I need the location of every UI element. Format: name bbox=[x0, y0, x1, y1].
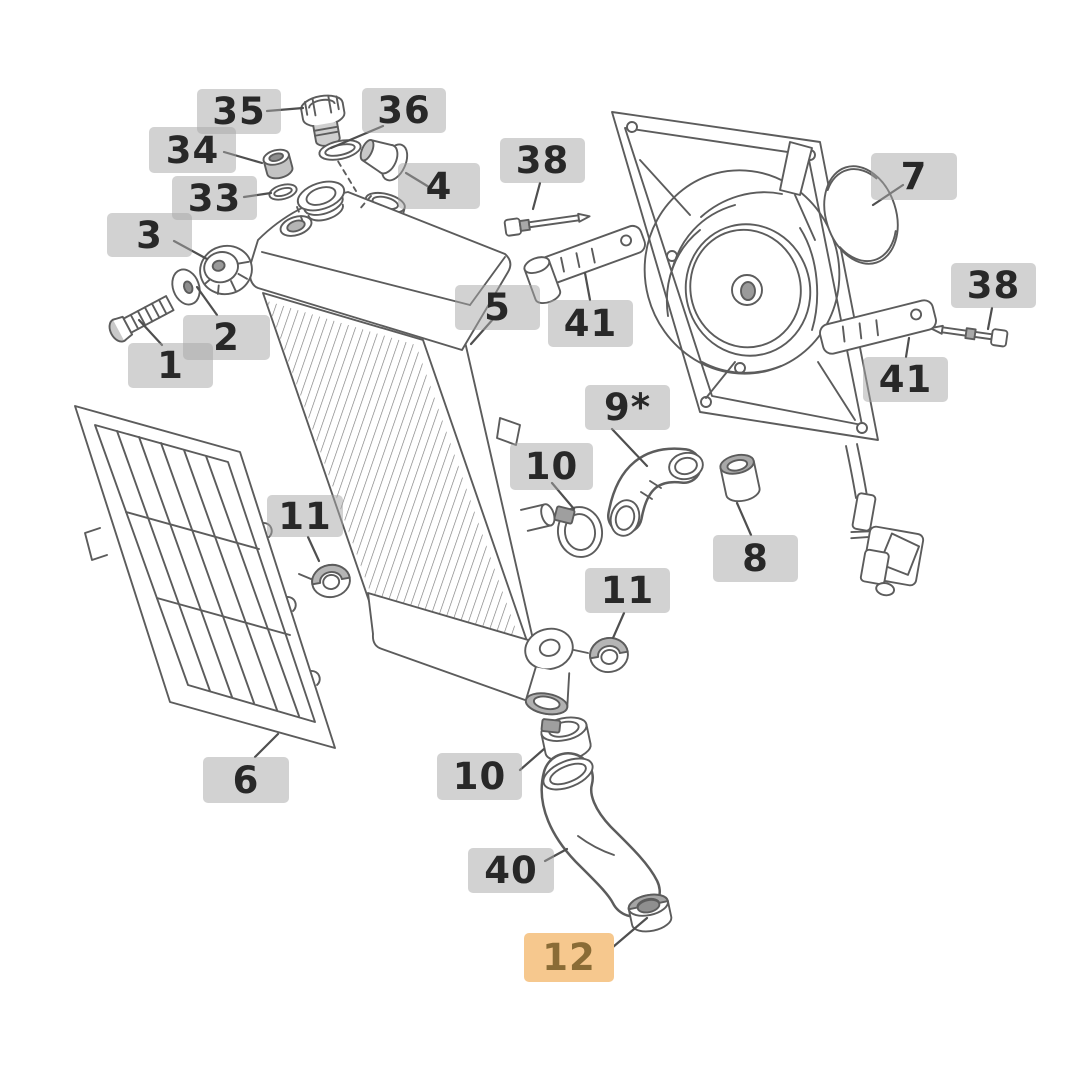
grommet-part-11-right bbox=[589, 636, 629, 674]
part-label-2[interactable]: 2 bbox=[183, 315, 270, 360]
part-label-38-left[interactable]: 38 bbox=[500, 138, 585, 183]
part-label-6[interactable]: 6 bbox=[203, 757, 289, 803]
part-label-41-left[interactable]: 41 bbox=[548, 300, 633, 347]
part-label-12-highlighted[interactable]: 12 bbox=[524, 933, 614, 982]
part-label-34[interactable]: 34 bbox=[149, 127, 236, 173]
cooling-fan bbox=[611, 111, 925, 597]
oring-part-33 bbox=[268, 183, 298, 201]
washer-part-2 bbox=[171, 268, 201, 306]
fan-wire-connector bbox=[845, 443, 925, 597]
part-label-41-right[interactable]: 41 bbox=[863, 357, 948, 402]
bolt-part-1 bbox=[108, 295, 175, 343]
part-label-10-lower[interactable]: 10 bbox=[437, 753, 522, 800]
part-label-3[interactable]: 3 bbox=[107, 213, 192, 257]
assembly-guide-dashes bbox=[296, 152, 372, 223]
bracket-part-41-right bbox=[819, 299, 937, 355]
fan-hub bbox=[731, 274, 763, 306]
part-link-lines bbox=[298, 573, 589, 654]
part-label-8[interactable]: 8 bbox=[713, 535, 798, 582]
oring-part-36 bbox=[318, 139, 362, 161]
part-label-7[interactable]: 7 bbox=[871, 153, 957, 200]
part-label-1[interactable]: 1 bbox=[128, 343, 213, 388]
part-label-11-left[interactable]: 11 bbox=[267, 495, 343, 538]
hose-clamp-part-10-upper bbox=[553, 505, 604, 558]
nut-part-34 bbox=[262, 148, 294, 180]
bleed-screw-part-38-left bbox=[503, 212, 591, 237]
radiator-outlet-spigot bbox=[524, 666, 571, 716]
radiator-guard bbox=[74, 405, 336, 749]
radiator-tank-opening bbox=[279, 215, 313, 237]
seal-part-3 bbox=[199, 244, 253, 296]
part-label-4[interactable]: 4 bbox=[398, 163, 480, 209]
part-label-36[interactable]: 36 bbox=[362, 88, 446, 133]
radiator-neck-spring bbox=[296, 180, 346, 222]
bracket-part-41-left bbox=[523, 224, 646, 305]
part-label-5[interactable]: 5 bbox=[455, 285, 540, 330]
part-label-9[interactable]: 9* bbox=[585, 385, 670, 430]
hose-part-40 bbox=[540, 752, 661, 918]
part-label-40[interactable]: 40 bbox=[468, 848, 554, 893]
part-label-35[interactable]: 35 bbox=[197, 89, 281, 134]
part-label-11-right[interactable]: 11 bbox=[585, 568, 670, 613]
fan-blades bbox=[665, 191, 819, 374]
grommet-part-11-left bbox=[311, 563, 351, 599]
radiator-lower-boss bbox=[524, 627, 574, 671]
bleed-screw-part-38-right bbox=[929, 324, 1009, 348]
collar-part-8 bbox=[719, 453, 761, 503]
part-label-10-upper[interactable]: 10 bbox=[510, 443, 593, 490]
cap-part-35 bbox=[300, 94, 346, 147]
radiator bbox=[248, 152, 574, 716]
part-label-38-right[interactable]: 38 bbox=[951, 263, 1036, 308]
part-label-33[interactable]: 33 bbox=[172, 176, 257, 220]
radiator-upper-stub bbox=[520, 503, 556, 532]
hose-clamp-part-10-lower bbox=[540, 716, 592, 762]
elbow-hose-part-9 bbox=[607, 447, 704, 537]
